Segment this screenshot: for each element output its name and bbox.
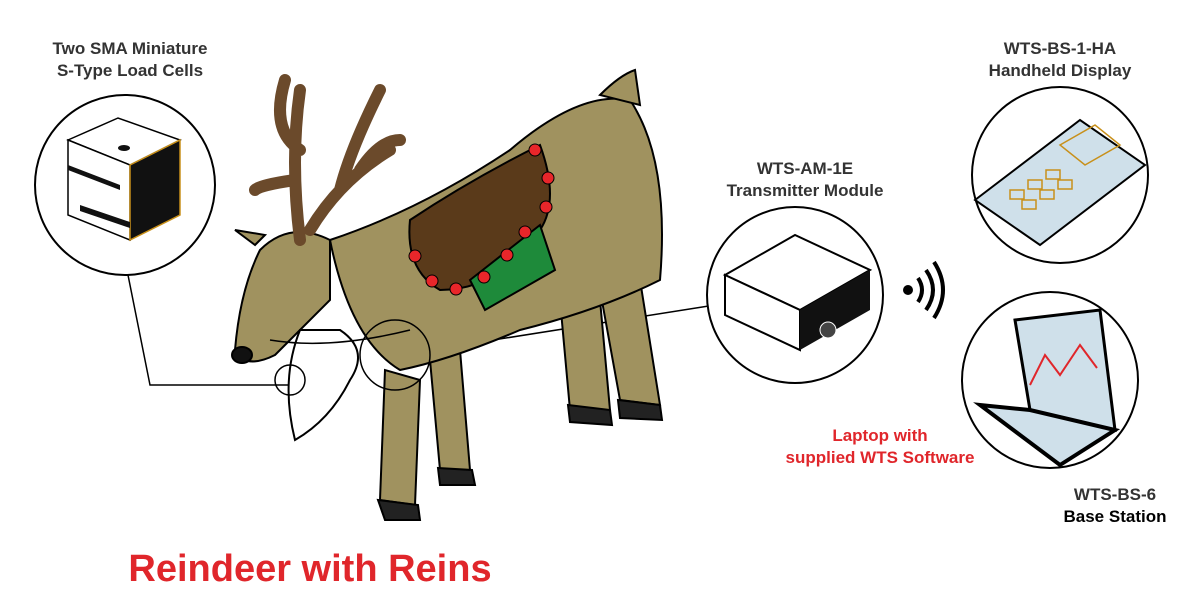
label-line: Base Station [1063, 507, 1167, 526]
handheld-display-icon [971, 86, 1149, 264]
label-line: supplied WTS Software [785, 448, 975, 467]
label-line: WTS-BS-1-HA [1003, 39, 1117, 58]
transmitter-icon [706, 206, 884, 384]
label-line: WTS-AM-1E [756, 159, 854, 178]
label-line: Two SMA Miniature [52, 39, 208, 58]
load-cell-attach-point [274, 364, 306, 396]
label-line: WTS-BS-6 [1073, 485, 1157, 504]
base-station-label: WTS-BS-6 Base Station [1030, 484, 1200, 528]
diagram-title: Reindeer with Reins [128, 548, 492, 590]
wireless-signal-icon [903, 260, 945, 320]
laptop-icon [961, 291, 1139, 469]
load-cells-label: Two SMA Miniature S-Type Load Cells [20, 38, 240, 82]
transmitter-label: WTS-AM-1E Transmitter Module [690, 158, 920, 202]
label-line: Laptop with [832, 426, 928, 445]
load-cell-attach-point [359, 319, 431, 391]
harness-bells [408, 143, 555, 296]
laptop-label: Laptop with supplied WTS Software [750, 425, 1010, 469]
label-line: Handheld Display [988, 61, 1132, 80]
label-line: Transmitter Module [726, 181, 884, 200]
load-cell-icon [34, 94, 216, 276]
label-line: S-Type Load Cells [56, 61, 204, 80]
reindeer-illustration [231, 68, 664, 521]
handheld-label: WTS-BS-1-HA Handheld Display [945, 38, 1175, 82]
